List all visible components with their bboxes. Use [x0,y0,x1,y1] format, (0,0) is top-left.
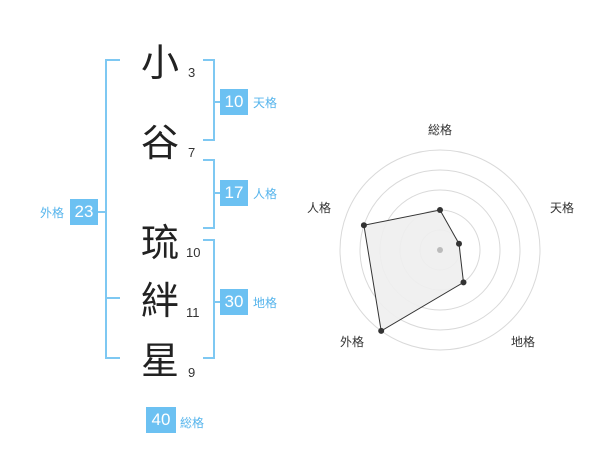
stroke-count-3: 10 [186,245,201,260]
stroke-count-2: 7 [188,145,196,160]
radar-grid-ring [359,169,521,331]
chikaku-value: 30 [220,289,248,315]
radar-axis-label-tenkaku: 天格 [550,201,575,215]
radar-point-0 [437,207,443,213]
name-char-2: 谷 [141,121,180,165]
jinkaku-label: 人格 [253,187,278,201]
chikaku-label: 地格 [253,296,278,310]
soukaku-value: 40 [146,407,176,433]
gaikaku-bracket [105,59,120,359]
gaikaku-label: 外格 [40,206,65,220]
stroke-count-4: 11 [186,305,200,320]
radar-axis-label-gaikaku: 外格 [340,335,365,349]
gaikaku-value: 23 [70,199,98,225]
jinkaku-value: 17 [220,180,248,206]
chikaku-bracket [203,239,215,359]
name-char-4: 絆 [141,279,180,323]
radar-point-1 [456,240,462,247]
name-char-1: 小 [141,41,180,85]
stroke-count-1: 3 [188,65,196,80]
radar-series-polygon [363,209,465,332]
name-char-3: 琉 [141,221,180,265]
radar-point-3 [378,327,385,334]
radar-axis-label-jinkaku: 人格 [307,201,332,215]
stroke-count-5: 9 [188,365,196,380]
radar-axis-label-soukaku: 総格 [428,123,453,137]
name-char-5: 星 [141,339,180,383]
radar-axis-label-chikaku: 地格 [511,335,536,349]
radar-center-dot [437,247,443,253]
tenkaku-value: 10 [220,89,248,115]
radar-point-2 [460,279,467,286]
radar-grid-ring [339,149,541,351]
tenkaku-label: 天格 [253,96,278,110]
tenkaku-bracket [203,59,215,141]
radar-point-4 [360,222,367,229]
soukaku-label: 総格 [180,416,205,430]
